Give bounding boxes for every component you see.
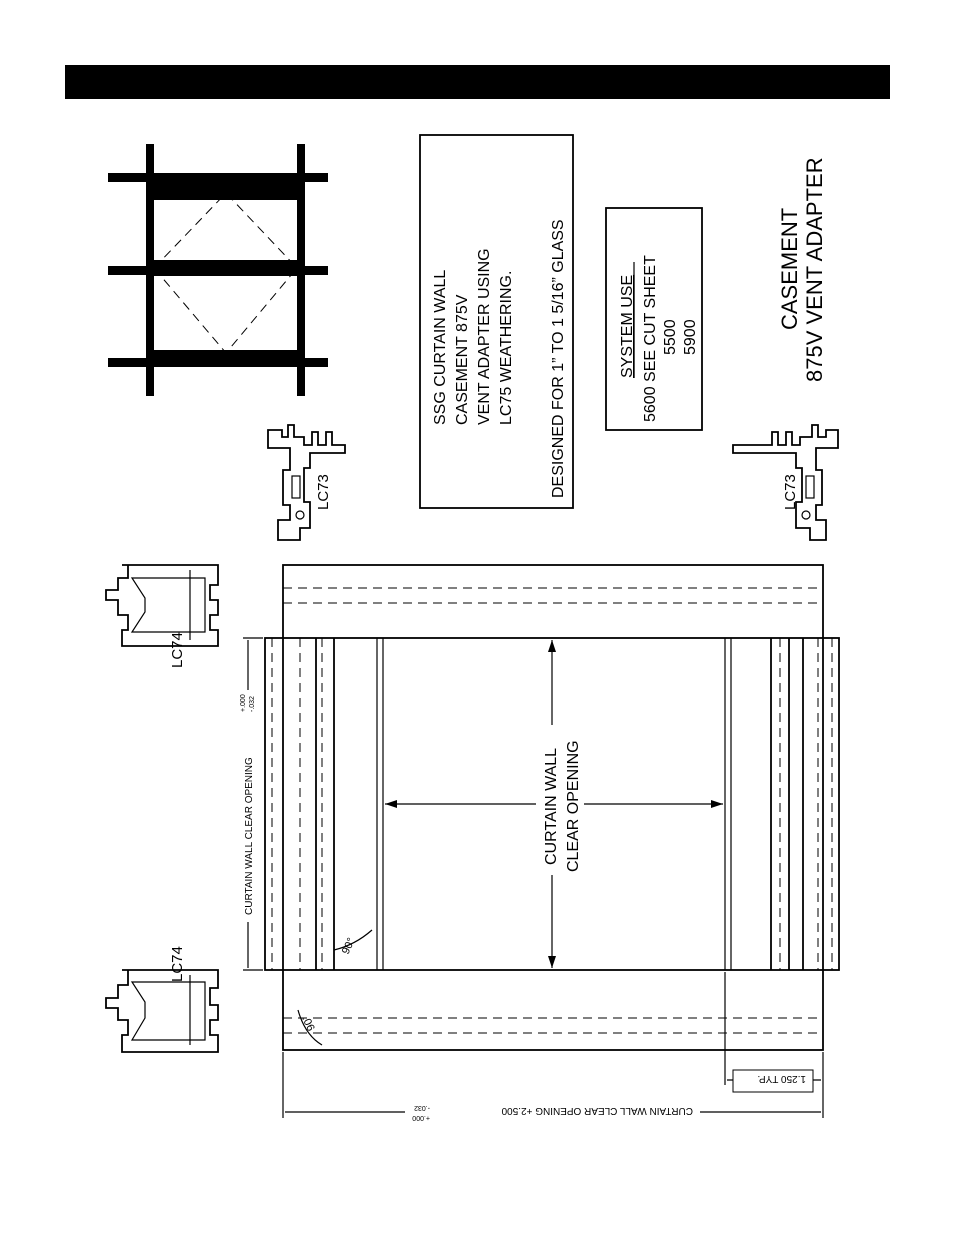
- note-line3: VENT ADAPTER USING: [476, 248, 493, 425]
- outer-frame: [282, 564, 824, 1051]
- note-line1: SSG CURTAIN WALL: [432, 270, 449, 425]
- angle-90-label: 90°: [340, 936, 358, 956]
- angle-notes: 90° .06: [297, 929, 373, 1046]
- label-lc74-bottom: LC74: [169, 946, 186, 982]
- height-dimension: CURTAIN WALL CLEAR OPENING +2.500 +.000 …: [282, 1052, 824, 1122]
- vent-rail-mid: [154, 260, 297, 276]
- elevation-sketch: [108, 144, 328, 396]
- width-dim-tol-plus: +.000: [240, 694, 247, 712]
- transom-top: [108, 173, 328, 182]
- note-line5: DESIGNED FOR 1” TO 1 5/16” GLASS: [550, 219, 567, 498]
- angle-06-label: .06: [299, 1014, 316, 1033]
- system-use-row3: 5900: [682, 319, 699, 355]
- system-use-row2: 5500: [662, 319, 679, 355]
- transom-bottom: [108, 358, 328, 367]
- drawing-title: CASEMENT 875V VENT ADAPTER: [777, 157, 827, 382]
- header-bar: [65, 65, 890, 99]
- section-drawing: [264, 564, 840, 1051]
- system-use-heading: SYSTEM USE: [619, 275, 636, 378]
- label-lc74-top: LC74: [169, 632, 186, 668]
- label-lc73-bottom: LC73: [782, 474, 799, 510]
- note-line2: CASEMENT 875V: [454, 294, 471, 425]
- center-dimension: CURTAIN WALL CLEAR OPENING: [385, 640, 723, 968]
- typ-dimension: 1.250 TYP.: [724, 972, 821, 1093]
- vent-rail-top: [154, 182, 297, 200]
- width-dim-label: CURTAIN WALL CLEAR OPENING: [244, 757, 255, 915]
- height-dim-label: CURTAIN WALL CLEAR OPENING +2.500: [501, 1105, 693, 1116]
- height-dim-tol-plus: +.000: [412, 1114, 430, 1121]
- profile-lc74-bottom: [105, 969, 219, 1053]
- vent-sash: [264, 637, 840, 971]
- vent-frame-outline: [150, 179, 300, 359]
- vent-rail-bottom: [154, 350, 297, 358]
- profile-lc73-top: [267, 424, 346, 541]
- profile-lc73-bottom: [732, 424, 839, 541]
- title-line2: 875V VENT ADAPTER: [802, 157, 827, 382]
- system-use-row1: 5600 SEE CUT SHEET: [642, 255, 659, 422]
- title-line1: CASEMENT: [777, 208, 802, 330]
- typ-dim-label: 1.250 TYP.: [757, 1073, 806, 1084]
- system-use-table: SYSTEM USE 5600 SEE CUT SHEET 5500 5900: [605, 207, 703, 431]
- center-label-line2: CLEAR OPENING: [565, 740, 582, 872]
- profile-lc74-top: [105, 564, 219, 647]
- width-dim-tol-minus: -.032: [249, 696, 256, 712]
- label-lc73-top: LC73: [315, 474, 332, 510]
- center-label-line1: CURTAIN WALL: [543, 748, 560, 865]
- height-dim-tol-minus: -.032: [414, 1104, 430, 1111]
- width-dimension: CURTAIN WALL CLEAR OPENING +.000 -.032: [238, 637, 263, 971]
- note-line4: LC75 WEATHERING.: [498, 271, 515, 425]
- notes-box: SSG CURTAIN WALL CASEMENT 875V VENT ADAP…: [419, 134, 574, 509]
